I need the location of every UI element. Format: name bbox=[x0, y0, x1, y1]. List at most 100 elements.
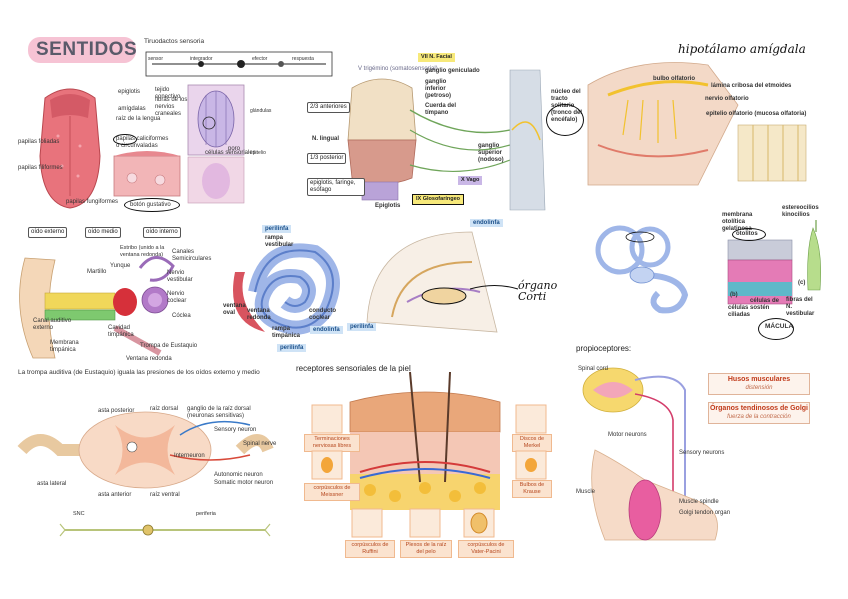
label-estribo: Estribo (unido a la ventana redonda) bbox=[120, 245, 165, 258]
label-n-lingual: N. lingual bbox=[312, 136, 339, 142]
label-epitelio: epitelio bbox=[250, 150, 266, 156]
label-muscle: Muscle bbox=[576, 489, 596, 495]
label-cuerda-timpano: Cuerda del tímpano bbox=[425, 103, 457, 116]
label-snc: SNC bbox=[73, 511, 85, 517]
handwritten-hipotalamo: hipotálamo amígdala bbox=[678, 42, 806, 56]
label-c: (c) bbox=[798, 280, 806, 286]
pathway-label-sensor: sensor bbox=[148, 56, 164, 62]
taste-pathway-diagram bbox=[145, 51, 333, 77]
label-papilas-caliciformes: papilas caliciformes o circunvaladas bbox=[116, 136, 169, 149]
label-epiglotis-faringe: epiglotis, faringe, esófago bbox=[307, 178, 365, 196]
label-autonomic-neuron: Autonomic neuron bbox=[214, 472, 263, 478]
label-poro: poro bbox=[228, 146, 241, 152]
tag-oido-interno: oído interno bbox=[143, 227, 181, 238]
taste-header: Tiruodactos sensoria bbox=[144, 38, 205, 45]
label-cavidad-timpanica: Cavidad timpánica bbox=[108, 325, 134, 338]
label-vater-pacini: corpúsculos de Vater-Pacini bbox=[458, 540, 514, 558]
label-ix-glosofaringeo: IX Glosofaríngeo bbox=[412, 194, 465, 205]
label-estereocilios: estereocilios bbox=[782, 205, 819, 211]
proprioceptor-illustration bbox=[582, 367, 718, 541]
label-epiglotis-2: Epiglotis bbox=[375, 203, 401, 209]
label-papilas-foliadas: papilas foliadas bbox=[18, 139, 60, 145]
highlight-papilas bbox=[113, 134, 137, 145]
legend-husos: Husos musculares distensión bbox=[708, 373, 810, 395]
label-ventana-redonda-ear: Ventana redonda bbox=[126, 356, 172, 362]
label-ventana-redonda: ventana redonda bbox=[247, 308, 271, 321]
tongue-illustration bbox=[39, 88, 101, 209]
receptor-thumbnails bbox=[311, 404, 547, 538]
label-interneuron: Interneuron bbox=[174, 453, 205, 459]
pathway-label-integrador: integrador bbox=[190, 56, 213, 62]
olfactory-illustration bbox=[587, 62, 807, 186]
label-rampa-vestibular: rampa vestibular bbox=[265, 235, 294, 248]
label-canales: Canales Semicirculares bbox=[172, 249, 212, 262]
label-spinal-cord: Spinal cord bbox=[578, 366, 609, 372]
label-ganglio-superior: ganglio superior (nodoso) bbox=[478, 143, 504, 163]
label-amigdalas: amígdalas bbox=[118, 106, 146, 112]
proprio-heading: propioceptores: bbox=[576, 344, 632, 353]
label-ventana-oval: ventana oval bbox=[223, 303, 246, 316]
label-coclea: Cóclea bbox=[172, 313, 191, 319]
label-somatic-motor: Somatic motor neuron bbox=[214, 480, 274, 486]
label-canal-auditivo: Canal auditivo externo bbox=[33, 318, 72, 331]
label-asta-lateral: asta lateral bbox=[37, 481, 67, 487]
label-trompa: Trompa de Eustaquio bbox=[140, 343, 198, 349]
highlight-tronco bbox=[546, 104, 584, 136]
label-fibras-vestibular: fibras del N. vestibular bbox=[786, 297, 815, 317]
handwritten-organo-corti: órgano Corti bbox=[518, 279, 558, 303]
label-2-3-anteriores: 2/3 anteriores bbox=[307, 102, 350, 113]
papilla-section bbox=[113, 151, 181, 197]
label-papilas-filiformes: papilas filiformes bbox=[18, 165, 63, 171]
label-nervio-coclear: Nervio coclear bbox=[167, 291, 187, 304]
legend-golgi-sub: fuerza de la contracción bbox=[727, 414, 791, 420]
skin-heading: receptores sensoriales de la piel bbox=[296, 364, 411, 373]
label-sensory-neurons: Sensory neurons bbox=[679, 450, 725, 456]
label-asta-anterior: asta anterior bbox=[98, 492, 132, 498]
tag-endolinfa-1: endolinfa bbox=[310, 326, 343, 334]
label-sensory-neuron: Sensory neuron bbox=[214, 427, 257, 433]
label-meissner: corpúsculos de Meissner bbox=[304, 483, 360, 501]
corti-pointer bbox=[469, 285, 519, 290]
page-title: SENTIDOS bbox=[36, 39, 138, 60]
spinal-cord-illustration bbox=[17, 411, 274, 489]
label-1-3-posterior: 1/3 posterior bbox=[307, 153, 347, 164]
legend-golgi-title: Órganos tendinosos de Golgi bbox=[709, 405, 808, 412]
tag-perilinfa-1: perilinfa bbox=[262, 225, 292, 233]
label-ruffini: corpúsculos de Ruffini bbox=[345, 540, 395, 558]
label-lamina-cribosa: lámina cribosa del etmoides bbox=[711, 83, 792, 89]
label-nervio-olfatorio: nervio olfatorio bbox=[705, 96, 749, 102]
label-plexos-pelo: Plexos de la raíz del pelo bbox=[400, 540, 452, 558]
legend-golgi: Órganos tendinosos de Golgi fuerza de la… bbox=[708, 402, 810, 424]
tongue-nerve-map bbox=[347, 69, 546, 211]
label-epitelio-olfatorio: epitelio olfatorio (mucosa olfatoria) bbox=[706, 111, 807, 117]
ear-illustration bbox=[19, 256, 175, 359]
label-fibras-nervios: fibras de los nervios craneales bbox=[155, 97, 188, 117]
taste-bud-illustration bbox=[187, 84, 245, 204]
legend-husos-title: Husos musculares bbox=[727, 376, 791, 383]
tag-endolinfa-2: endolinfa bbox=[470, 219, 503, 227]
organ-of-corti-section bbox=[366, 231, 498, 333]
label-v-trigemino: V trigémino (somatosensorial) bbox=[358, 66, 438, 72]
label-glandulas: glándulas bbox=[250, 108, 272, 114]
pathway-label-efector: efector bbox=[252, 56, 268, 62]
label-celulas-ciliadas: células ciliadas bbox=[728, 305, 751, 318]
label-celulas-sosten: células de sostén bbox=[750, 298, 780, 311]
tag-oido-externo: oído externo bbox=[28, 227, 68, 238]
label-asta-posterior: asta posterior bbox=[98, 408, 135, 414]
label-yunque: Yunque bbox=[110, 263, 131, 269]
tag-perilinfa-3: perilinfa bbox=[347, 323, 377, 331]
label-membrana-timpanica: Membrana timpánica bbox=[50, 340, 79, 353]
label-celulas-sensoriales: células sensoriales bbox=[205, 150, 256, 156]
label-b: (b) bbox=[730, 292, 738, 298]
highlight-boton bbox=[124, 198, 180, 212]
label-epiglotis: epiglotis bbox=[118, 89, 141, 95]
macula-illustration bbox=[727, 220, 821, 305]
label-muscle-spindle: Muscle spindle bbox=[679, 499, 719, 505]
highlight-otolitos bbox=[732, 228, 766, 241]
label-x-vago: X Vago bbox=[458, 176, 483, 185]
label-tejido-conectivo: tejido conectivo bbox=[155, 87, 181, 100]
skin-section-illustration bbox=[349, 371, 501, 510]
ear-caption: La trompa auditiva (de Eustaquio) iguala… bbox=[18, 369, 260, 376]
label-ganglio-raiz: ganglio de la raíz dorsal (neuronas sens… bbox=[187, 406, 251, 419]
label-rampa-timpanica: rampa timpánica bbox=[272, 326, 301, 339]
